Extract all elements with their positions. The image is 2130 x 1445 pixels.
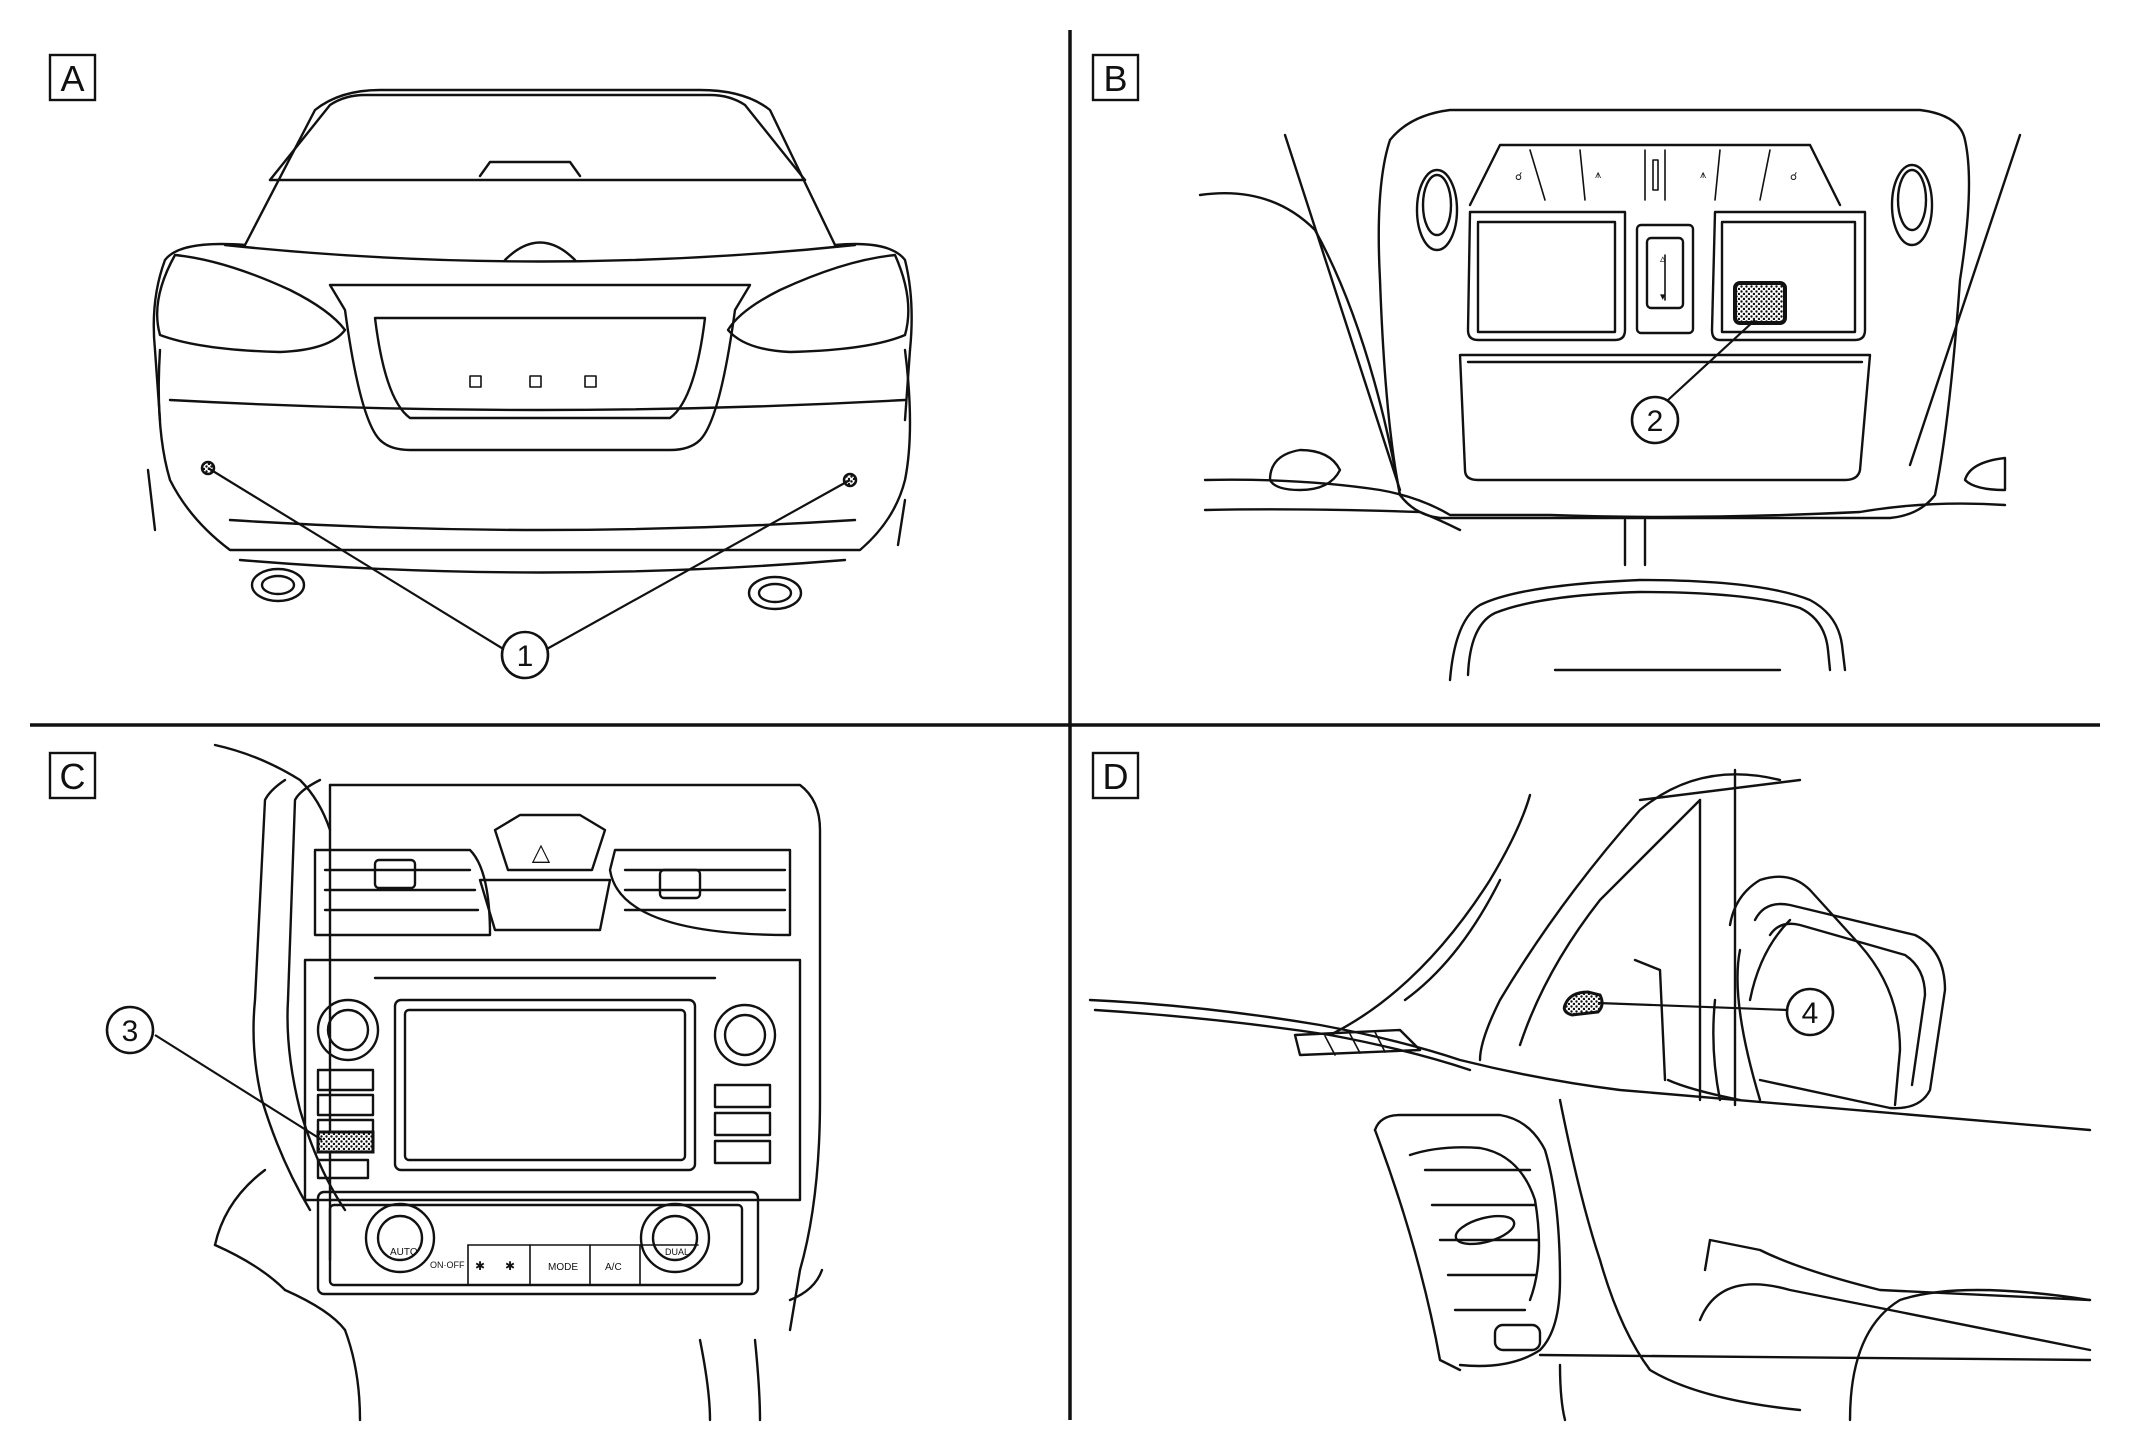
callout-1: 1 [500, 630, 550, 680]
svg-text:C: C [60, 756, 86, 797]
panel-label-b: B [1091, 53, 1140, 102]
svg-text:D: D [1103, 756, 1129, 797]
dual-label: DUAL [665, 1247, 689, 1257]
panel-label-d: D [1091, 751, 1140, 800]
on-off-label: ON·OFF [430, 1260, 465, 1270]
callout-4: 4 [1785, 987, 1835, 1037]
svg-text:☌: ☌ [1515, 171, 1522, 183]
callout-3: 3 [105, 1005, 155, 1055]
svg-text:✱: ✱ [505, 1259, 515, 1273]
callout-2-leader [1667, 319, 1756, 401]
svg-text:A: A [60, 58, 84, 99]
panel-b-illustration: ☌ ⩚ ⩚ ☌ ▵ ▾ [1198, 108, 2022, 682]
callout-3-leader [154, 1034, 323, 1141]
ac-label: A/C [605, 1262, 622, 1273]
svg-text:1: 1 [517, 640, 534, 673]
callout-1-leader-left [207, 467, 506, 651]
svg-text:▾: ▾ [1660, 291, 1666, 303]
svg-text:B: B [1103, 58, 1127, 99]
svg-text:✱: ✱ [475, 1259, 485, 1273]
panel-a-illustration [146, 88, 913, 611]
svg-text:4: 4 [1802, 997, 1819, 1030]
callout-4-leader [1597, 1001, 1789, 1012]
panel-c-illustration: △ [213, 743, 824, 1422]
svg-text:▵: ▵ [1660, 253, 1666, 265]
auto-label: AUTO [390, 1247, 418, 1258]
svg-text:⩚: ⩚ [1700, 169, 1706, 181]
panel-d-illustration [1088, 768, 2092, 1422]
svg-text:⩚: ⩚ [1595, 169, 1601, 181]
mode-label: MODE [548, 1262, 578, 1273]
panel-label-a: A [48, 53, 97, 102]
svg-text:☌: ☌ [1790, 171, 1797, 183]
svg-text:2: 2 [1647, 405, 1664, 438]
svg-text:3: 3 [122, 1015, 139, 1048]
callout-1-leader-right [544, 479, 851, 651]
panel-label-c: C [48, 751, 97, 800]
callout-2: 2 [1630, 395, 1680, 445]
svg-text:△: △ [532, 839, 551, 866]
